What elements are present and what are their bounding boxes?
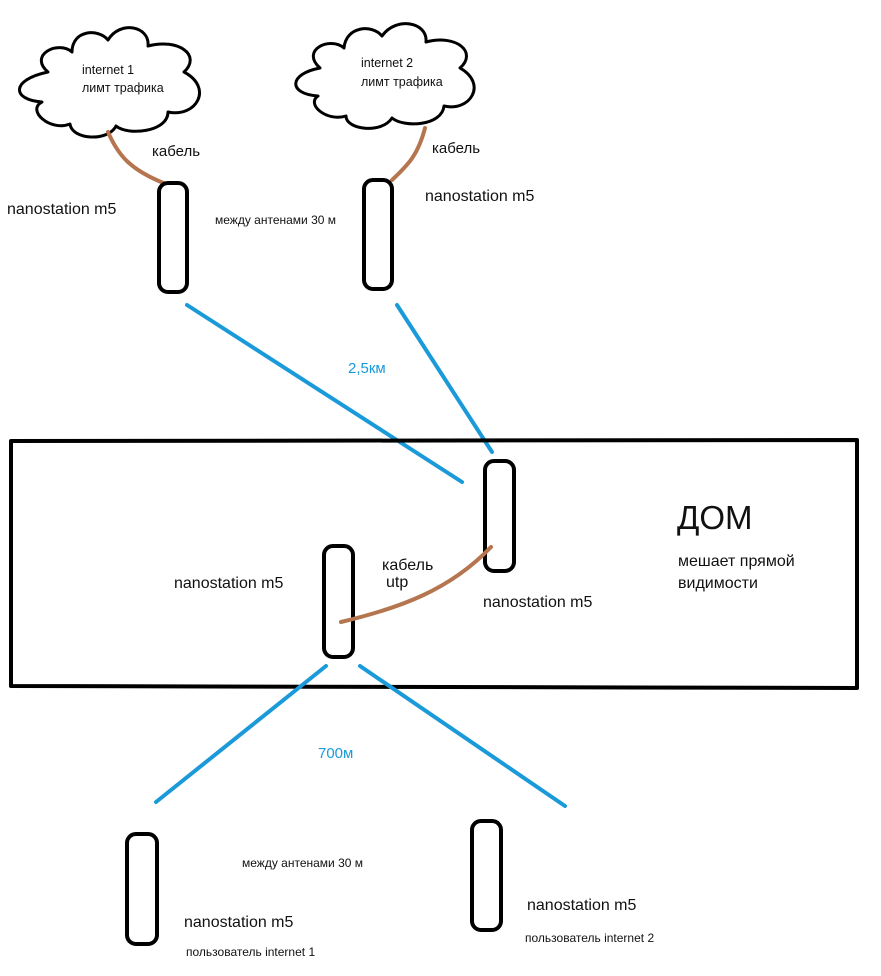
link-bottom-right [358,664,567,808]
cloud-internet-2: internet 2 лимт трафика [294,22,476,130]
cable-internet-1 [106,130,168,186]
distance-bottom-label: между антенами 30 м [242,856,363,870]
cloud-1-shape [18,26,201,139]
house-outline [9,438,859,690]
house: ДОМ мешает прямой видимости [9,438,859,690]
ns-top-right-label: nanostation m5 [425,188,535,205]
house-title: ДОМ [677,499,753,536]
cable-2-label: кабель [432,140,480,157]
distance-top-label: между антенами 30 м [215,213,336,227]
link-top-right [395,303,494,454]
cloud-1-line1: internet 1 [82,63,134,77]
ns-bottom-right-label: nanostation m5 [527,897,637,914]
cable-internet-2 [390,126,427,182]
cloud-internet-1: internet 1 лимт трафика [18,26,201,139]
cable-utp-label-2: utp [386,574,408,591]
ns-house-right-label: nanostation m5 [483,594,593,611]
cloud-2-line2: лимт трафика [361,75,443,89]
cloud-1-line2: лимт трафика [82,81,164,95]
antenna-house-left [322,544,355,659]
antenna-bottom-left [125,832,159,946]
antenna-top-left [157,181,189,294]
antenna-house-right [483,459,516,573]
ns-house-left-label: nanostation m5 [174,575,284,592]
house-note-2: видимости [678,575,758,592]
ns-top-left-label: nanostation m5 [7,201,117,218]
link-bottom-left [154,664,328,804]
cable-1-label: кабель [152,143,200,160]
cloud-2-shape [294,22,476,130]
antenna-bottom-right [470,819,503,932]
cable-utp [339,545,493,624]
house-note-1: мешает прямой [678,553,795,570]
ns-bottom-left-label: nanostation m5 [184,914,294,931]
user-1-label: пользователь internet 1 [186,945,315,959]
user-2-label: пользователь internet 2 [525,931,654,945]
cable-utp-label-1: кабель [382,557,433,574]
link-top-left [185,303,464,484]
link-bottom-distance: 700м [318,745,353,762]
cloud-2-line1: internet 2 [361,56,413,70]
antenna-top-right [362,178,394,291]
link-top-distance: 2,5км [348,360,386,377]
